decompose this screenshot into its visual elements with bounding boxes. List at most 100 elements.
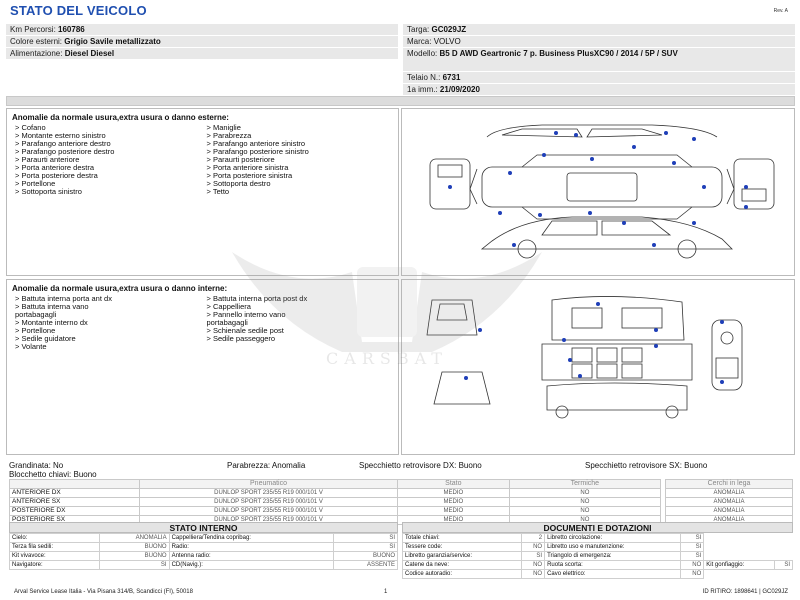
tyre-termiche: NO bbox=[508, 497, 662, 507]
footer-page-number: 1 bbox=[384, 589, 388, 595]
external-damage-heading: Anomalie da normale usura,extra usura o … bbox=[12, 113, 229, 122]
damage-marker[interactable] bbox=[508, 171, 512, 175]
damage-marker[interactable] bbox=[448, 185, 452, 189]
damage-item: > Porta anteriore sinistra bbox=[206, 163, 289, 172]
info-colore: Colore esterni: Grigio Savile metallizza… bbox=[6, 36, 398, 47]
grid-label: Antenna radio: bbox=[168, 551, 334, 561]
tyre-position: POSTERIORE DX bbox=[9, 506, 140, 516]
grid-value: BUONO bbox=[98, 551, 170, 561]
damage-marker[interactable] bbox=[654, 344, 658, 348]
damage-marker[interactable] bbox=[692, 221, 696, 225]
internal-damage-panel: Anomalie da normale usura,extra usura o … bbox=[6, 279, 399, 455]
damage-marker[interactable] bbox=[632, 145, 636, 149]
damage-item: portabagagli bbox=[15, 310, 57, 319]
damage-marker[interactable] bbox=[664, 131, 668, 135]
damage-marker[interactable] bbox=[590, 157, 594, 161]
info-alimentazione: Alimentazione: Diesel Diesel bbox=[6, 48, 398, 59]
damage-marker[interactable] bbox=[596, 302, 600, 306]
specchietto-dx-status: Specchietto retrovisore DX: Buono bbox=[359, 461, 482, 470]
grid-label: Libretto uso e manutenzione: bbox=[544, 542, 682, 552]
damage-marker[interactable] bbox=[702, 185, 706, 189]
grid-label: CD(Navig.): bbox=[168, 560, 334, 570]
internal-damage-col2: > Battuta interna porta post dx> Cappell… bbox=[207, 295, 399, 351]
damage-marker[interactable] bbox=[542, 153, 546, 157]
damage-marker[interactable] bbox=[464, 376, 468, 380]
grid-value: ANOMALIA bbox=[98, 533, 170, 543]
info-modello: Modello: B5 D AWD Geartronic 7 p. Busine… bbox=[403, 48, 795, 71]
damage-marker[interactable] bbox=[654, 328, 658, 332]
damage-marker[interactable] bbox=[720, 380, 724, 384]
stato-interno-title: STATO INTERNO bbox=[9, 522, 398, 533]
damage-item: > Schienale sedile post bbox=[206, 326, 284, 335]
damage-marker[interactable] bbox=[578, 374, 582, 378]
page-title: STATO DEL VEICOLO bbox=[10, 3, 147, 18]
damage-marker[interactable] bbox=[512, 243, 516, 247]
grid-value: BUONO bbox=[98, 542, 170, 552]
damage-item: > Battuta interna porta ant dx bbox=[15, 294, 112, 303]
damage-marker[interactable] bbox=[692, 137, 696, 141]
damage-item: > Montante interno dx bbox=[15, 318, 88, 327]
grid-value: SI bbox=[680, 551, 705, 561]
tyre-model: DUNLOP SPORT 235/55 R19 000/101 V bbox=[139, 506, 398, 516]
damage-marker[interactable] bbox=[478, 328, 482, 332]
info-km: Km Percorsi: 160786 bbox=[6, 24, 398, 35]
grid-value: SI bbox=[332, 533, 399, 543]
damage-marker[interactable] bbox=[574, 133, 578, 137]
grid-value: SI bbox=[520, 551, 546, 561]
damage-item: > Sottoporta destro bbox=[206, 179, 271, 188]
vehicle-info-right: Targa: GC029JZ Marca: VOLVO Modello: B5 … bbox=[403, 24, 795, 96]
cerchi-status: ANOMALIA bbox=[665, 506, 793, 516]
grid-label: Radio: bbox=[168, 542, 334, 552]
grid-label: Libretto circolazione: bbox=[544, 533, 682, 543]
tyre-termiche: NO bbox=[508, 488, 662, 498]
damage-marker[interactable] bbox=[538, 213, 542, 217]
damage-item: > Parafango anteriore destro bbox=[15, 139, 111, 148]
revision-label: Rev. A bbox=[773, 8, 788, 14]
damage-marker[interactable] bbox=[622, 221, 626, 225]
damage-item: > Porta posteriore sinistra bbox=[206, 171, 293, 180]
internal-damage-col1: > Battuta interna porta ant dx> Battuta … bbox=[15, 295, 207, 351]
damage-marker[interactable] bbox=[568, 358, 572, 362]
external-damage-col2: > Maniglie> Parabrezza> Parafango anteri… bbox=[207, 124, 399, 196]
damage-marker[interactable] bbox=[498, 211, 502, 215]
tyres-col-stato: Stato bbox=[397, 479, 510, 489]
damage-marker[interactable] bbox=[562, 338, 566, 342]
cerchi-status: ANOMALIA bbox=[665, 497, 793, 507]
external-car-diagram bbox=[401, 108, 795, 276]
damage-item: > Parabrezza bbox=[206, 131, 252, 140]
damage-marker[interactable] bbox=[672, 161, 676, 165]
tyre-model: DUNLOP SPORT 235/55 R19 000/101 V bbox=[139, 488, 398, 498]
damage-marker[interactable] bbox=[588, 211, 592, 215]
damage-marker[interactable] bbox=[652, 243, 656, 247]
damage-item: > Sottoporta sinistro bbox=[15, 187, 82, 196]
info-marca: Marca: VOLVO bbox=[403, 36, 795, 47]
damage-item: > Portellone bbox=[15, 179, 56, 188]
damage-marker[interactable] bbox=[720, 320, 724, 324]
damage-item: > Paraurti posteriore bbox=[206, 155, 275, 164]
grid-label: Cappelliera/Tendina copribag: bbox=[168, 533, 334, 543]
damage-marker[interactable] bbox=[554, 131, 558, 135]
parabrezza-status: Parabrezza: Anomalia bbox=[227, 461, 306, 470]
damage-item: > Parafango posteriore sinistro bbox=[206, 147, 309, 156]
damage-marker[interactable] bbox=[744, 185, 748, 189]
tyre-stato: MEDIO bbox=[397, 497, 510, 507]
damage-marker[interactable] bbox=[744, 205, 748, 209]
info-immatricolazione: 1a imm.: 21/09/2020 bbox=[403, 84, 795, 95]
damage-item: > Maniglie bbox=[206, 123, 241, 132]
damage-item: portabagagli bbox=[206, 318, 248, 327]
tyre-stato: MEDIO bbox=[397, 506, 510, 516]
section-divider-bar bbox=[6, 96, 795, 106]
grid-value: SI bbox=[680, 533, 705, 543]
damage-item: > Pannello interno vano bbox=[206, 310, 286, 319]
tyres-col-pos bbox=[9, 479, 140, 489]
